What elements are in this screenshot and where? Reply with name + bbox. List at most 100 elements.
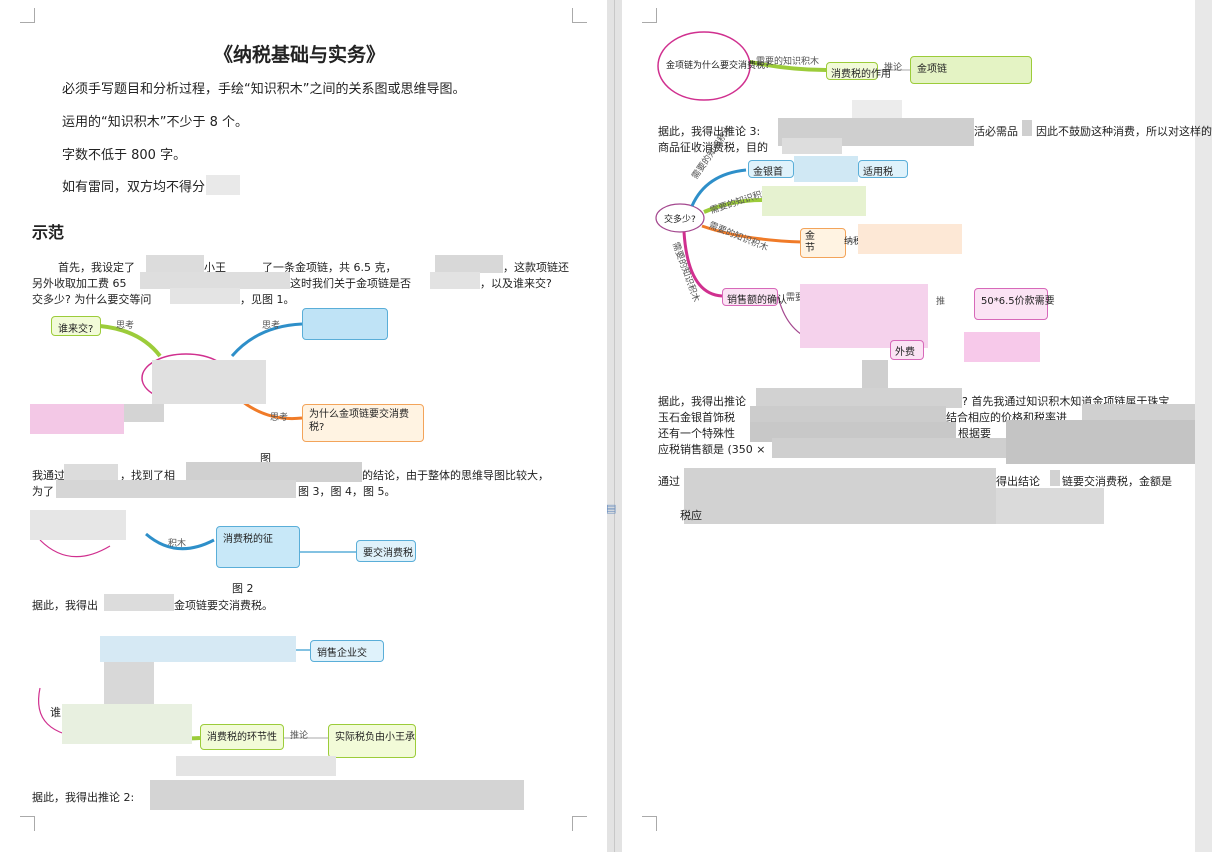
- blur-mask: [206, 175, 240, 195]
- mind-map-node-blurred: [302, 308, 388, 340]
- blur-mask: [750, 406, 946, 424]
- page-corner-mark: [572, 8, 587, 23]
- mind-map-connectors: [655, 31, 912, 341]
- document-title: 《纳税基础与实务》: [214, 44, 386, 66]
- blur-mask: [964, 332, 1040, 362]
- mind-map-node-price: 50*6.5价款需要: [974, 288, 1055, 320]
- page-corner-mark: [20, 816, 35, 831]
- paragraph-text: 商品征收消费税，目的: [658, 141, 768, 154]
- paragraph-text: 通过: [658, 475, 680, 488]
- mind-map-node-real: 实际税负由小王承: [328, 724, 416, 758]
- figure-caption: 图 2: [232, 582, 254, 595]
- blur-mask: [176, 756, 336, 776]
- paragraph-text: 玉石金银首饰税: [658, 411, 735, 424]
- requirement-2: 运用的“知识积木”不少于 8 个。: [62, 115, 249, 130]
- paragraph-text: 活必需品: [974, 125, 1018, 138]
- blur-mask: [852, 100, 902, 118]
- mind-map-node-who: 谁: [50, 706, 61, 719]
- connector-green: [99, 324, 162, 358]
- branch-label: 推论: [290, 731, 309, 741]
- paragraph-text: 得出结论: [996, 475, 1040, 488]
- blur-mask: [100, 636, 296, 662]
- paragraph-text: 据此，我得出推论 2:: [32, 791, 135, 804]
- blur-mask: [104, 594, 174, 611]
- mind-map-node-why: 为什么金项链要交消费税?: [302, 404, 424, 442]
- page-corner-mark: [20, 8, 35, 23]
- paragraph-text: 因此不鼓励这种消费，所以对这样的: [1036, 125, 1212, 138]
- mind-map-node-role: 消费税的作用: [826, 62, 891, 80]
- paragraph-text: ，找到了相: [120, 469, 175, 482]
- mind-map-node-why: 金项链为什么要交消费税?: [666, 61, 770, 71]
- connector-green: [703, 198, 763, 214]
- blur-mask: [435, 255, 503, 273]
- blur-mask: [56, 480, 296, 498]
- blur-mask: [756, 388, 962, 408]
- paragraph-text: 图 3，图 4，图 5。: [298, 485, 396, 498]
- paragraph-text: 根据要: [958, 427, 991, 440]
- node-text: 金: [805, 231, 815, 242]
- paragraph-text: 链要交消费税，金额是: [1062, 475, 1172, 488]
- paragraph-text: 还有一个特殊性: [658, 427, 735, 440]
- mind-map-node-link: 金节: [800, 228, 846, 258]
- page-corner-mark: [642, 816, 657, 831]
- blur-mask: [1006, 420, 1195, 464]
- node-text: 节: [805, 243, 815, 254]
- branch-label: 推论: [884, 63, 903, 73]
- requirement-1: 必须手写题目和分析过程，手绘“知识积木”之间的关系图或思维导图。: [62, 82, 466, 97]
- connector-green: [749, 60, 827, 72]
- blur-mask: [430, 272, 480, 289]
- blur-mask: [762, 186, 866, 216]
- paragraph-text: 我通过: [32, 469, 65, 482]
- mind-map-node-center: 交多少?: [664, 215, 696, 225]
- blur-mask: [124, 404, 164, 422]
- mind-map-node-who: 谁来交?: [51, 316, 101, 336]
- connector-blue: [690, 168, 747, 207]
- blur-mask: [150, 780, 524, 810]
- document-icon[interactable]: ▤: [606, 502, 617, 515]
- paragraph-text: 交多少? 为什么要交等问: [32, 293, 152, 306]
- paragraph-text: 小王: [204, 261, 226, 274]
- requirement-3: 字数不低于 800 字。: [62, 148, 187, 163]
- blur-mask: [1050, 470, 1060, 486]
- node-text: 纳税: [844, 237, 863, 247]
- blur-mask: [794, 156, 858, 182]
- page-corner-mark: [642, 8, 657, 23]
- paragraph-text: 这时我们关于金项链是否: [290, 277, 411, 290]
- connector-pink: [682, 231, 723, 298]
- blur-mask: [782, 138, 842, 154]
- branch-label: 需要: [786, 293, 805, 303]
- figure-caption: 图: [260, 452, 271, 465]
- mind-map-node-tax: 消费税的环节性: [200, 724, 284, 750]
- document-page-left: 《纳税基础与实务》 必须手写题目和分析过程，手绘“知识积木”之间的关系图或思维导…: [0, 0, 607, 852]
- hand-drawn-circle: [39, 539, 111, 558]
- requirement-4: 如有雷同，双方均不得分: [62, 180, 206, 195]
- paragraph-text: ，这款项链还: [503, 261, 569, 274]
- mind-map-node-sell: 销售企业交: [310, 640, 384, 662]
- blur-mask: [1022, 120, 1032, 136]
- document-page-right: 金项链为什么要交消费税? 需要的知识积木 消费税的作用 推论 金项链 据此，我得…: [622, 0, 1212, 852]
- blur-mask: [996, 488, 1104, 524]
- mind-map-node-need: 要交消费税: [356, 540, 416, 562]
- branch-label: 思考: [262, 321, 281, 331]
- branch-label: 思考: [116, 321, 135, 331]
- connector-orange: [701, 224, 803, 244]
- blur-mask: [30, 404, 124, 434]
- hand-drawn-circle: [657, 31, 751, 101]
- blur-mask: [146, 255, 204, 273]
- mind-map-node-gold: 金项链: [910, 56, 1032, 84]
- branch-label: 思考: [270, 413, 289, 423]
- mind-map-node-extra: 外费: [890, 340, 924, 360]
- blur-mask: [684, 468, 996, 524]
- hand-drawn-circle: [655, 203, 705, 233]
- blur-mask: [186, 462, 362, 482]
- paragraph-text: 首先，我设定了: [58, 261, 135, 274]
- mind-map-node-gold: 金银首: [748, 160, 794, 178]
- paragraph-text: 为了: [32, 485, 54, 498]
- paragraph-text: 应税销售额是 (350 ×: [658, 443, 766, 456]
- mind-map-node-role: 消费税的征: [216, 526, 300, 568]
- blur-mask: [750, 422, 956, 442]
- paragraph-text: ，见图 1。: [240, 293, 295, 306]
- paragraph-text: 据此，我得出推论 3:: [658, 125, 761, 138]
- blur-mask: [800, 284, 928, 348]
- page-corner-mark: [572, 816, 587, 831]
